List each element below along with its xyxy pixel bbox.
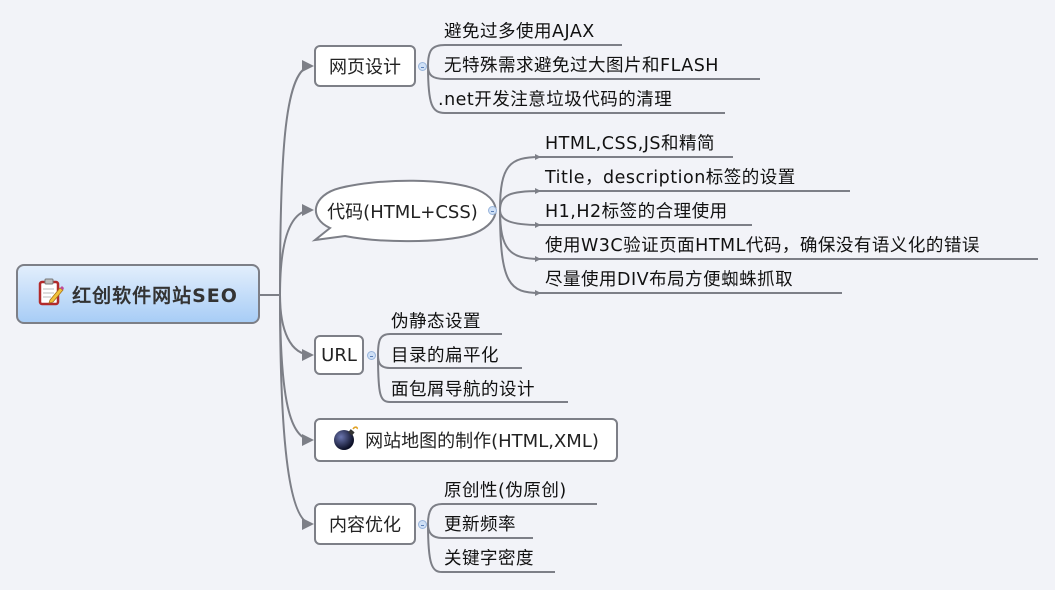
link-root-sitemap (279, 294, 314, 446)
branch-label: 内容优化 (329, 515, 401, 536)
leaf-item[interactable]: .net开发注意垃圾代码的清理 (438, 90, 673, 110)
leaf-item[interactable]: HTML,CSS,JS和精简 (545, 134, 716, 154)
notepad-pencil-icon (38, 278, 65, 310)
branch-content[interactable]: 内容优化 (314, 503, 416, 545)
link-root-url (279, 294, 314, 361)
branch-label: 网站地图的制作(HTML,XML) (365, 431, 599, 452)
root-label: 红创软件网站SEO (72, 284, 238, 307)
leaf-item[interactable]: 更新频率 (444, 515, 516, 535)
leaf-item[interactable]: 伪静态设置 (391, 312, 481, 332)
leaf-item[interactable]: 面包屑导航的设计 (391, 380, 535, 400)
link-root-content (279, 294, 314, 530)
branch-label: 代码(HTML+CSS) (327, 202, 478, 223)
root-node[interactable]: 红创软件网站SEO (16, 264, 260, 324)
leaf-item[interactable]: Title，description标签的设置 (545, 168, 796, 188)
collapse-toggle-web-design[interactable] (418, 62, 427, 71)
code-node-bubble (311, 179, 497, 243)
bomb-icon (333, 425, 359, 456)
leaf-item[interactable]: 关键字密度 (444, 549, 534, 569)
collapse-toggle-content[interactable] (418, 520, 427, 529)
link-root-web-design (260, 60, 314, 296)
link-root-code (279, 204, 314, 296)
leaf-item[interactable]: 使用W3C验证页面HTML代码，确保没有语义化的错误 (545, 236, 980, 256)
branch-web-design[interactable]: 网页设计 (314, 45, 416, 87)
branch-label: 网页设计 (329, 57, 401, 78)
leaf-item[interactable]: 避免过多使用AJAX (444, 22, 595, 42)
leaf-item[interactable]: H1,H2标签的合理使用 (545, 202, 728, 222)
leaf-item[interactable]: 尽量使用DIV布局方便蜘蛛抓取 (545, 270, 794, 290)
branch-label: URL (321, 344, 357, 366)
branch-url[interactable]: URL (314, 335, 364, 375)
leaf-item[interactable]: 原创性(伪原创) (444, 481, 567, 501)
collapse-toggle-url[interactable] (367, 351, 376, 360)
branch-sitemap[interactable]: 网站地图的制作(HTML,XML) (314, 418, 618, 462)
leaf-item[interactable]: 无特殊需求避免过大图片和FLASH (444, 56, 719, 76)
branch-code[interactable]: 代码(HTML+CSS) (320, 193, 485, 229)
leaf-item[interactable]: 目录的扁平化 (391, 346, 499, 366)
collapse-toggle-code[interactable] (488, 206, 497, 215)
